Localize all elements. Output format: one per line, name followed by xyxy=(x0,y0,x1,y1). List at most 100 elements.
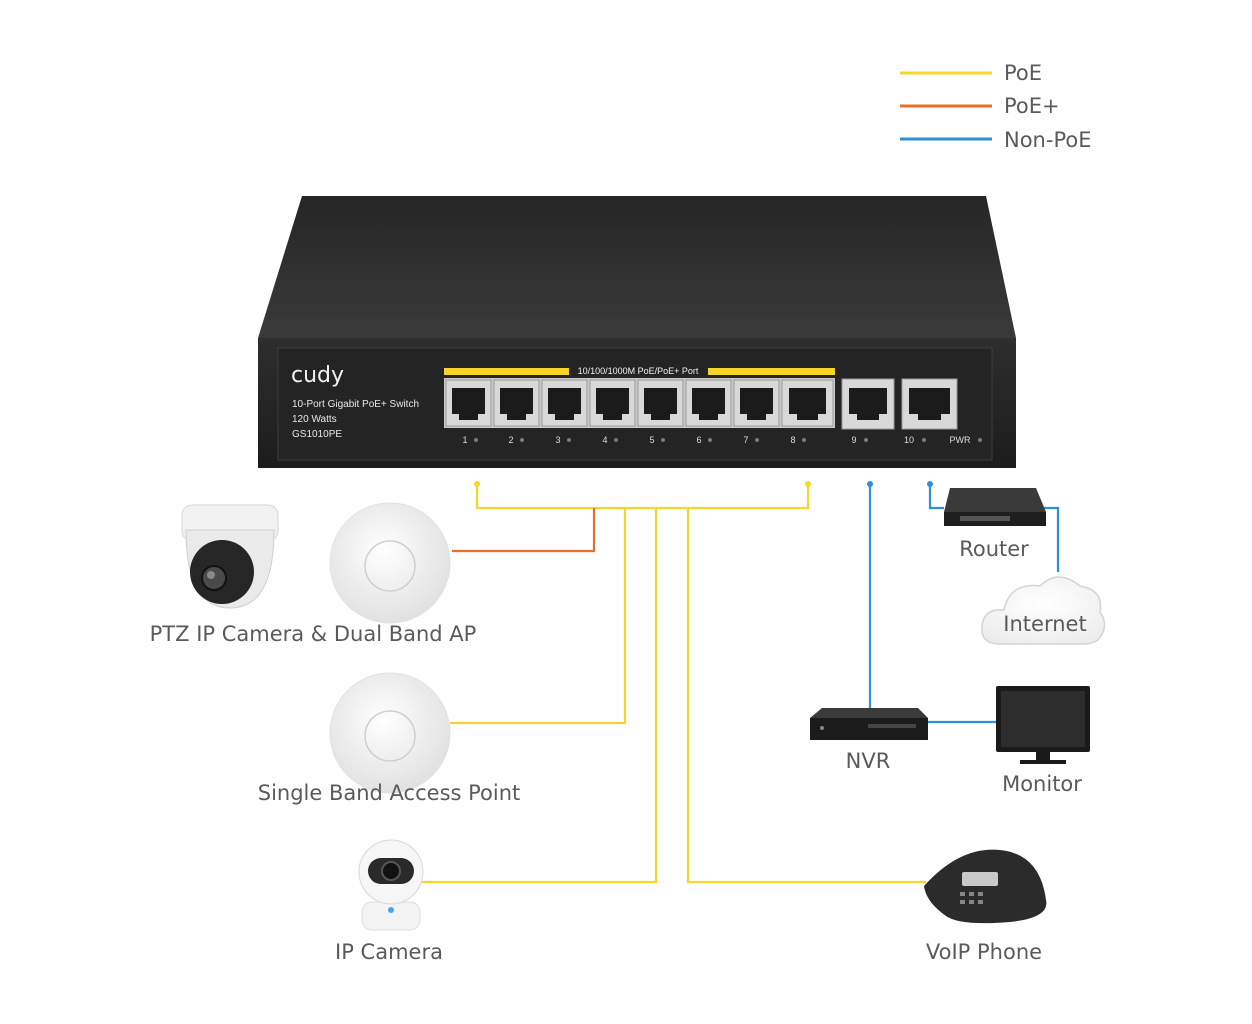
poe-cable-ip-camera xyxy=(420,508,658,884)
internet-cloud-shape xyxy=(981,576,1106,645)
rj45-socket-icon xyxy=(596,388,629,420)
port-10-number: 10 xyxy=(904,435,914,445)
port-5[interactable]: 5 xyxy=(637,379,684,445)
ptz-camera-lens-glint xyxy=(207,571,215,579)
internet-cloud-icon xyxy=(981,576,1106,645)
single-band-ap-ring xyxy=(364,710,416,762)
port-6-number: 6 xyxy=(696,435,701,445)
ip-camera-icon xyxy=(358,839,424,931)
router-top xyxy=(944,488,1046,512)
single-band-ap-icon xyxy=(329,672,451,794)
rj45-socket-icon xyxy=(452,388,485,420)
internet-label: Internet xyxy=(1003,612,1086,636)
nvr-power-led xyxy=(820,726,824,730)
ip-camera-status-led xyxy=(388,907,394,913)
nvr-front xyxy=(810,718,928,740)
port-4-number: 4 xyxy=(602,435,607,445)
legend-label-non-poe: Non-PoE xyxy=(1004,128,1091,152)
port-4[interactable]: 4 xyxy=(589,379,636,445)
switch-brand-logo: cudy xyxy=(291,363,344,388)
legend: PoE PoE+ Non-PoE xyxy=(900,61,1091,152)
port-1[interactable]: 1 xyxy=(445,379,492,445)
rj45-socket-icon xyxy=(548,388,581,420)
nvr-display-strip xyxy=(868,724,916,728)
port-7[interactable]: 7 xyxy=(733,379,780,445)
voip-phone-icon xyxy=(924,849,1047,924)
switch-top-panel xyxy=(258,196,1016,338)
poe-banner-label: 10/100/1000M PoE/PoE+ Port xyxy=(578,366,699,376)
port-1-led xyxy=(474,438,478,442)
poe-switch: cudy 10-Port Gigabit PoE+ Switch 120 Wat… xyxy=(258,196,1016,468)
dual-band-ap-body xyxy=(329,502,451,624)
port-3-number: 3 xyxy=(555,435,560,445)
dual-band-ap-icon xyxy=(329,502,451,624)
legend-label-poe-plus: PoE+ xyxy=(1004,94,1060,118)
port-8-led xyxy=(802,438,806,442)
ip-camera-lens xyxy=(381,861,401,881)
port-9[interactable]: 9 xyxy=(841,378,895,445)
port-7-number: 7 xyxy=(743,435,748,445)
switch-description: 10-Port Gigabit PoE+ Switch xyxy=(292,399,419,410)
single-band-ap-label: Single Band Access Point xyxy=(258,781,521,805)
port-6[interactable]: 6 xyxy=(685,379,732,445)
voip-phone-key xyxy=(978,900,983,904)
nvr-icon xyxy=(810,708,928,740)
rj45-socket-icon xyxy=(692,388,725,420)
legend-item-poe: PoE xyxy=(900,61,1042,85)
router-port-strip xyxy=(960,516,1010,521)
port-1-number: 1 xyxy=(462,435,467,445)
switch-model: GS1010PE xyxy=(292,429,342,440)
port-10-led xyxy=(922,438,926,442)
legend-item-poe-plus: PoE+ xyxy=(900,94,1060,118)
poe-cable-voip-phone xyxy=(686,508,926,884)
monitor-icon xyxy=(996,686,1090,764)
port-8-number: 8 xyxy=(790,435,795,445)
poe-banner-right-bar xyxy=(708,368,835,375)
port-2-number: 2 xyxy=(508,435,513,445)
voip-phone-key xyxy=(960,900,965,904)
rj45-socket-icon xyxy=(500,388,533,420)
rj45-socket-icon xyxy=(789,388,826,420)
pwr-label: PWR xyxy=(950,435,971,445)
monitor-screen xyxy=(1001,691,1085,747)
ptz-camera-icon xyxy=(181,504,279,609)
legend-label-poe: PoE xyxy=(1004,61,1042,85)
port-2-led xyxy=(520,438,524,442)
voip-phone-key xyxy=(960,892,965,896)
monitor-label: Monitor xyxy=(1002,772,1082,796)
port-2[interactable]: 2 xyxy=(493,379,540,445)
nvr-top xyxy=(810,708,928,718)
monitor-stand xyxy=(1020,760,1066,764)
voip-phone-key xyxy=(969,900,974,904)
non-poe-cable-internet xyxy=(1040,506,1060,572)
port-5-led xyxy=(661,438,665,442)
dual-band-ap-ring xyxy=(364,540,416,592)
port-6-led xyxy=(708,438,712,442)
port-10[interactable]: 10 xyxy=(901,378,958,445)
ip-camera-base xyxy=(361,901,421,931)
port-9-number: 9 xyxy=(851,435,856,445)
router-label: Router xyxy=(959,537,1029,561)
router-icon xyxy=(944,488,1046,526)
port-3[interactable]: 3 xyxy=(541,379,588,445)
poe-bus-cable xyxy=(475,484,810,510)
switch-watts: 120 Watts xyxy=(292,414,337,425)
port-8[interactable]: 8 xyxy=(781,379,834,445)
voip-phone-key xyxy=(969,892,974,896)
legend-item-non-poe: Non-PoE xyxy=(900,128,1091,152)
voip-phone-body xyxy=(924,849,1047,924)
port-5-number: 5 xyxy=(649,435,654,445)
port-3-led xyxy=(567,438,571,442)
rj45-socket-icon xyxy=(644,388,677,420)
voip-phone-key xyxy=(978,892,983,896)
voip-phone-label: VoIP Phone xyxy=(926,940,1042,964)
nvr-label: NVR xyxy=(846,749,891,773)
voip-phone-display xyxy=(962,872,998,886)
monitor-neck xyxy=(1036,752,1050,760)
poe-cable-single-ap xyxy=(450,508,627,725)
rj45-socket-icon xyxy=(909,388,950,420)
port-4-led xyxy=(614,438,618,442)
pwr-led xyxy=(978,438,982,442)
poe-banner-left-bar xyxy=(444,368,569,375)
